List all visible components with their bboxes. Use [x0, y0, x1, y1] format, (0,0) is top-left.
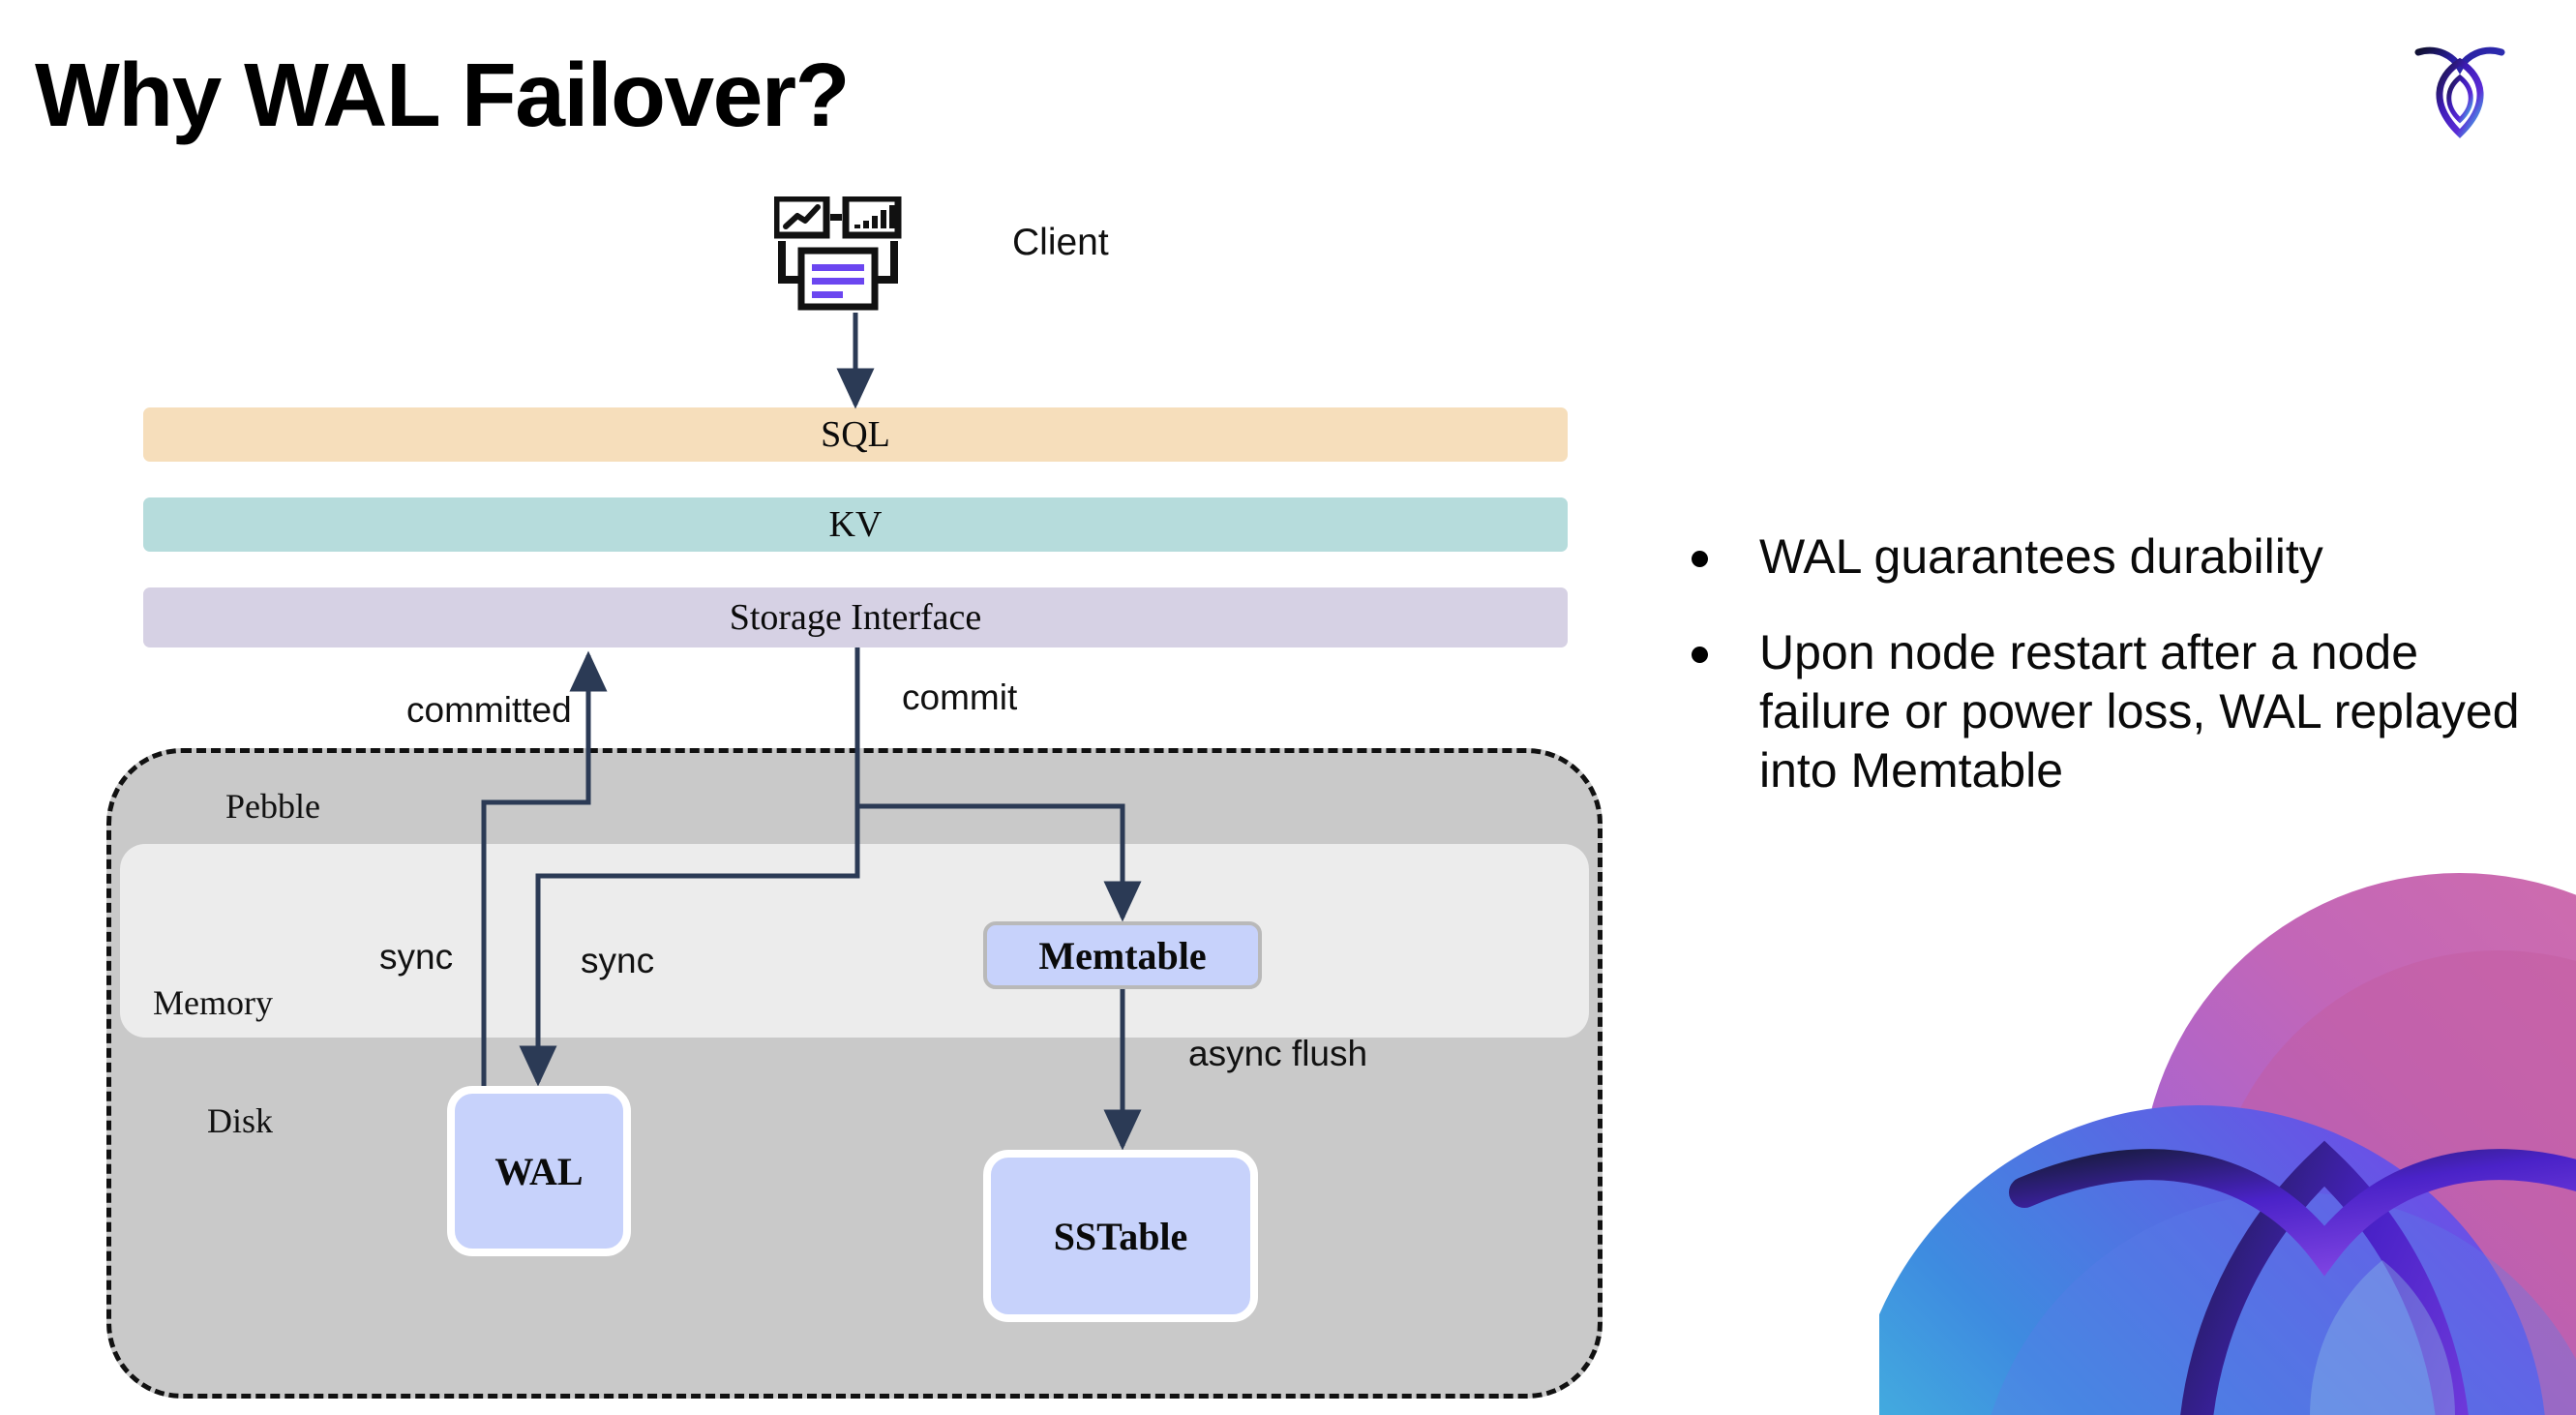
layer-bar-sql-label: SQL	[821, 414, 890, 455]
bullet-text: Upon node restart after a node failure o…	[1759, 625, 2520, 798]
node-memtable: Memtable	[983, 921, 1262, 989]
disk-region-label: Disk	[207, 1101, 274, 1140]
memory-region	[120, 844, 1589, 1038]
memory-region-label: Memory	[153, 983, 273, 1022]
bullet-list: WAL guarantees durability Upon node rest…	[1692, 527, 2524, 837]
list-item: WAL guarantees durability	[1692, 527, 2524, 587]
node-sstable: SSTable	[983, 1150, 1258, 1322]
layer-bar-kv-label: KV	[828, 504, 883, 545]
layer-bar-storage-interface: Storage Interface	[143, 587, 1568, 647]
layer-bar-sql: SQL	[143, 407, 1568, 462]
bullet-text: WAL guarantees durability	[1759, 529, 2323, 584]
bullet-dot-icon	[1692, 647, 1708, 663]
node-wal-label: WAL	[494, 1149, 584, 1193]
edge-label-sync-right: sync	[581, 941, 655, 980]
bullet-dot-icon	[1692, 551, 1708, 567]
edge-label-committed: committed	[406, 690, 572, 730]
node-memtable-label: Memtable	[1038, 933, 1207, 978]
cockroach-logo-icon	[2407, 35, 2513, 141]
pebble-label: Pebble	[225, 787, 320, 826]
layer-bar-kv: KV	[143, 497, 1568, 552]
layer-bar-storage-interface-label: Storage Interface	[729, 597, 982, 638]
cockroach-watermark-icon	[1879, 873, 2576, 1415]
client-label: Client	[1012, 222, 1109, 263]
edge-label-async-flush: async flush	[1188, 1034, 1368, 1073]
node-wal: WAL	[447, 1086, 631, 1256]
edge-label-sync-left: sync	[379, 937, 454, 977]
list-item: Upon node restart after a node failure o…	[1692, 623, 2524, 800]
node-sstable-label: SSTable	[1053, 1214, 1188, 1258]
client-workstation-icon	[772, 195, 929, 313]
edge-label-commit: commit	[902, 677, 1018, 717]
page-title: Why WAL Failover?	[35, 45, 850, 145]
